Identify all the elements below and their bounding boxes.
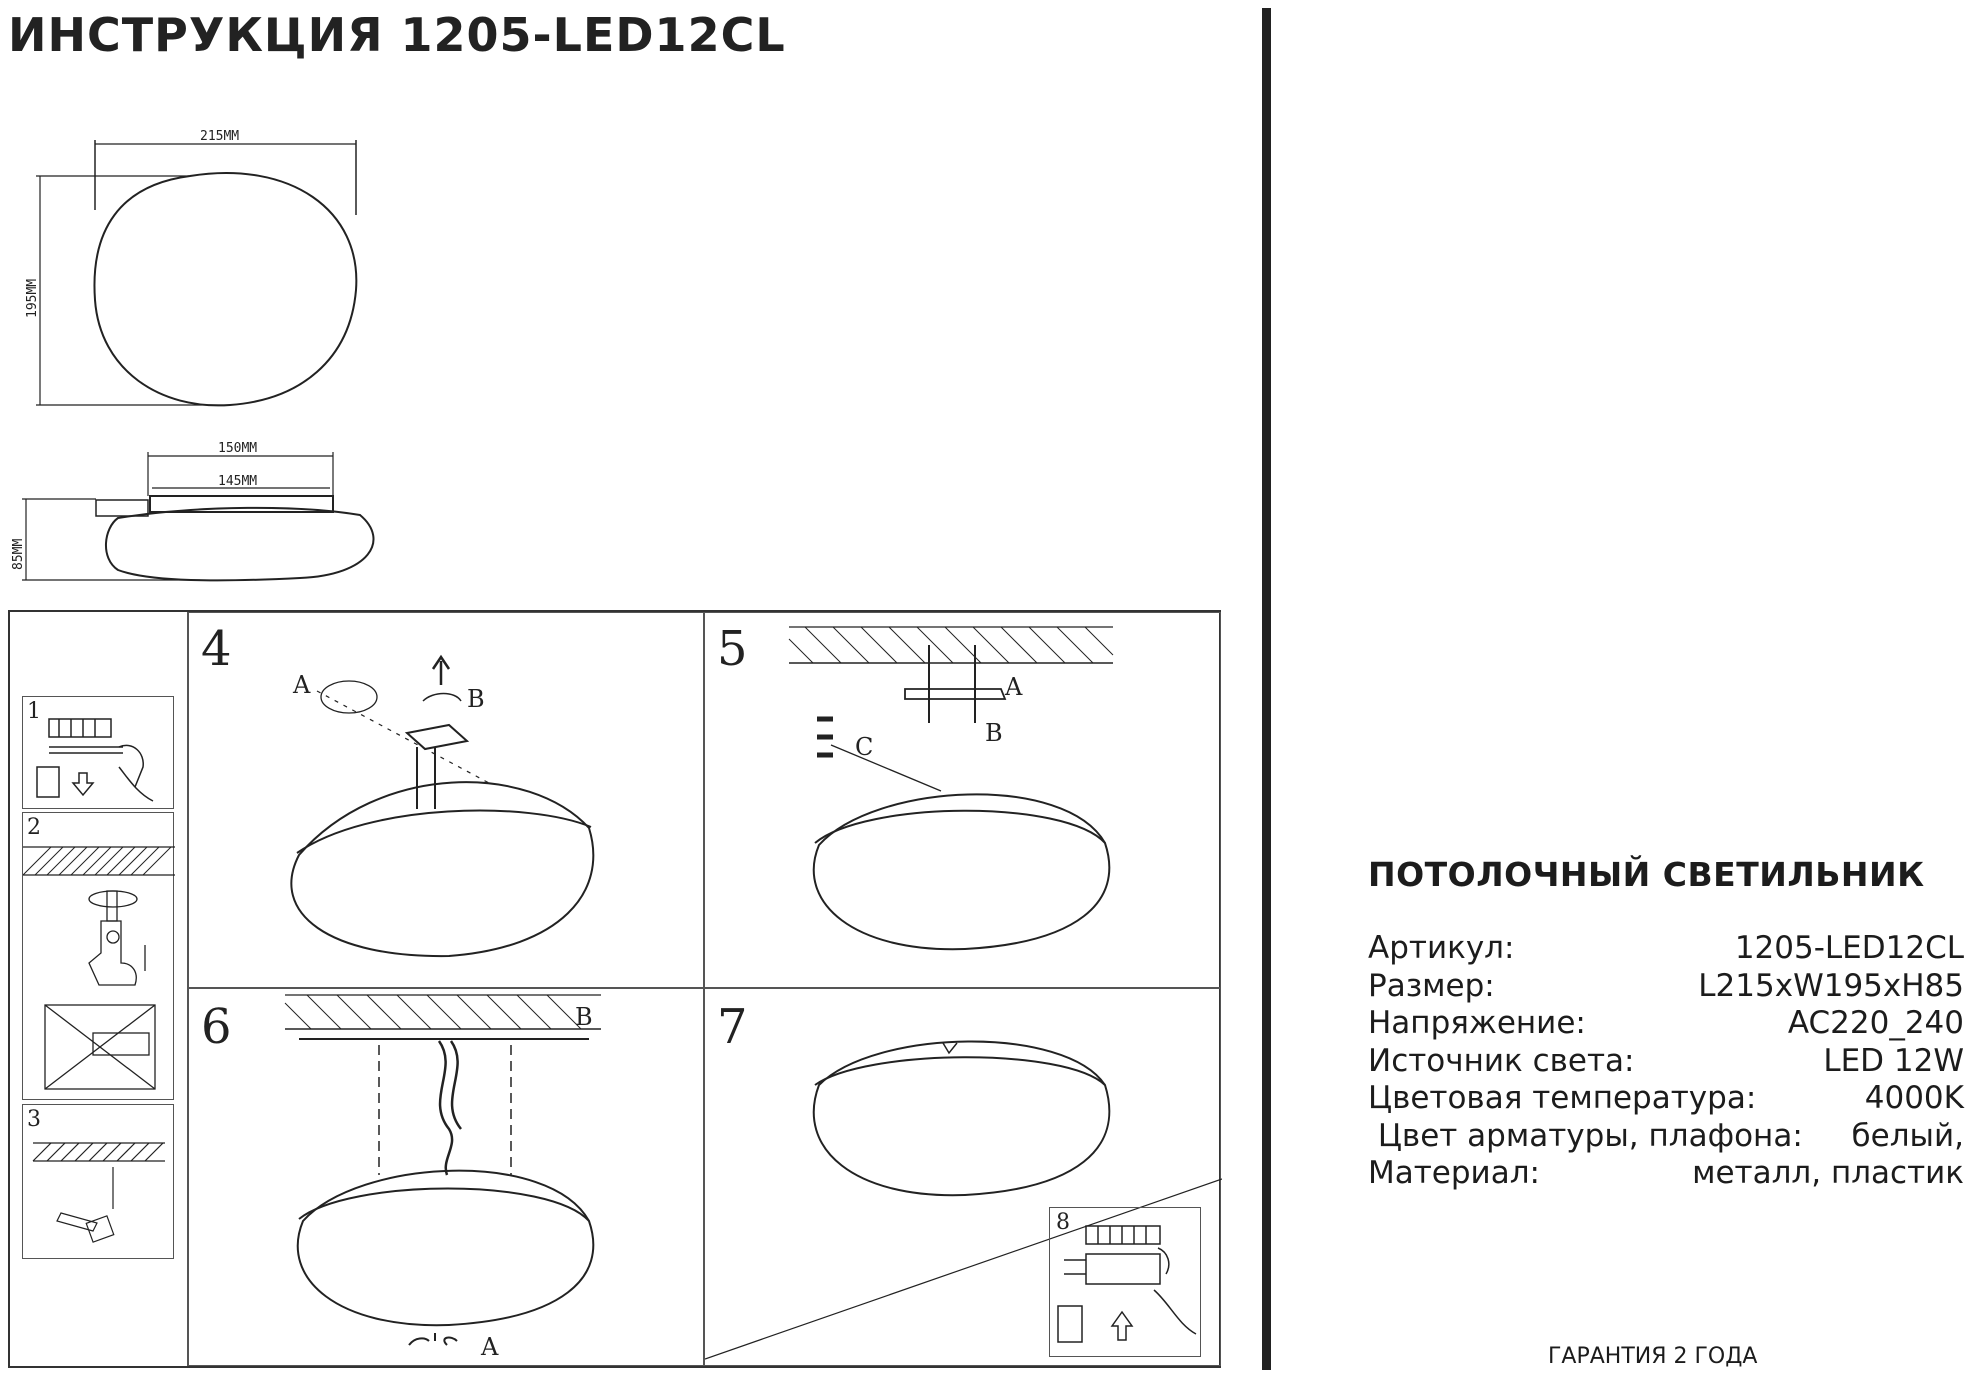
step-4-callout-b: B — [467, 685, 485, 713]
step-7-panel: 7 8 — [704, 988, 1222, 1366]
dimension-drawings: 215MM 195MM 150MM 145MM 85MM — [11, 129, 375, 582]
step-7-number: 7 — [717, 999, 748, 1055]
spec-label: Артикул: — [1368, 930, 1515, 966]
spec-label: Источник света: — [1368, 1042, 1635, 1079]
spec-row-material: Материал: металл, пластик — [1368, 1155, 1964, 1193]
step-5-panel: 5 A — [704, 612, 1221, 988]
step-3-number: 3 — [27, 1107, 41, 1132]
side-view-mount — [149, 495, 334, 513]
step-6-number: 6 — [201, 999, 232, 1055]
step-1-panel: 1 — [22, 696, 174, 809]
step-2-panel: 2 — [22, 812, 175, 1100]
spec-value: L215xW195xH85 — [1698, 967, 1964, 1004]
dim-outer-label: 150MM — [218, 441, 257, 456]
step-8-drawing — [1057, 1225, 1197, 1343]
spec-value: 4000K — [1864, 1080, 1964, 1116]
product-spec: ПОТОЛОЧНЫЙ СВЕТИЛЬНИК Артикул: 1205-LED1… — [1368, 855, 1964, 1193]
step-4-drawing: A B — [290, 654, 595, 958]
step-3-drawing — [32, 1142, 165, 1243]
warranty-note: ГАРАНТИЯ 2 ГОДА — [1548, 1344, 1758, 1369]
spec-value: LED 12W — [1823, 1042, 1964, 1079]
step-8-panel: 8 — [1049, 1207, 1201, 1357]
spec-row-color: Цвет арматуры, плафона: белый, — [1368, 1118, 1964, 1156]
small-steps-column: 1 2 — [10, 612, 188, 1366]
spec-label: Цветовая температура: — [1368, 1080, 1757, 1116]
step-4-number: 4 — [201, 621, 232, 677]
step-3-panel: 3 — [22, 1104, 174, 1259]
spec-row-article: Артикул: 1205-LED12CL — [1368, 930, 1964, 968]
spec-label: Цвет арматуры, плафона: — [1368, 1117, 1803, 1154]
step-1-number: 1 — [27, 699, 41, 724]
step-6-drawing: B A — [284, 994, 601, 1361]
step-6-callout-b: B — [575, 1003, 593, 1031]
step-6-panel: 6 B A — [188, 988, 704, 1366]
step-2-drawing — [23, 846, 175, 1090]
spec-label: Напряжение: — [1368, 1005, 1586, 1041]
document-title: ИНСТРУКЦИЯ 1205-LED12CL — [8, 8, 786, 62]
step-5-callout-c: C — [855, 733, 873, 761]
instruction-grid: 1 2 — [8, 610, 1222, 1368]
dim-length-label: 215MM — [200, 129, 239, 144]
spec-value: белый, — [1851, 1117, 1964, 1154]
product-heading: ПОТОЛОЧНЫЙ СВЕТИЛЬНИК — [1368, 855, 1925, 894]
spec-value: металл, пластик — [1692, 1155, 1964, 1191]
dim-inner-label: 145MM — [218, 474, 257, 489]
step-1-drawing — [36, 718, 154, 802]
spec-row-light-source: Источник света: LED 12W — [1368, 1043, 1964, 1081]
spec-row-size: Размер: L215xW195xH85 — [1368, 968, 1964, 1006]
spec-label: Материал: — [1368, 1155, 1540, 1191]
dim-height-label: 85MM — [11, 539, 26, 570]
lamp-shade — [812, 1040, 1111, 1197]
step-5-number: 5 — [717, 621, 748, 677]
step-7-drawing — [705, 1040, 1222, 1360]
step-8-number: 8 — [1056, 1210, 1070, 1235]
spec-row-color-temp: Цветовая температура: 4000K — [1368, 1080, 1964, 1118]
step-4-panel: 4 A B — [188, 612, 704, 988]
step-4-callout-a: A — [292, 671, 311, 699]
step-5-callout-b: B — [985, 719, 1003, 747]
lamp-shade — [290, 781, 595, 958]
step-5-drawing: A B C — [788, 626, 1114, 951]
spec-value: 1205-LED12CL — [1734, 930, 1964, 966]
side-view-outline — [104, 506, 375, 582]
spec-label: Размер: — [1368, 967, 1495, 1004]
lamp-shade — [296, 1169, 595, 1327]
page-divider — [1262, 8, 1271, 1370]
step-2-number: 2 — [27, 815, 41, 840]
spec-value: AC220_240 — [1787, 1005, 1964, 1041]
spec-row-voltage: Напряжение: AC220_240 — [1368, 1005, 1964, 1043]
step-5-callout-a: A — [1004, 673, 1023, 701]
dim-width-label: 195MM — [25, 279, 40, 318]
top-view-outline — [93, 172, 358, 407]
step-6-callout-a: A — [480, 1333, 499, 1361]
lamp-shade — [812, 793, 1111, 951]
